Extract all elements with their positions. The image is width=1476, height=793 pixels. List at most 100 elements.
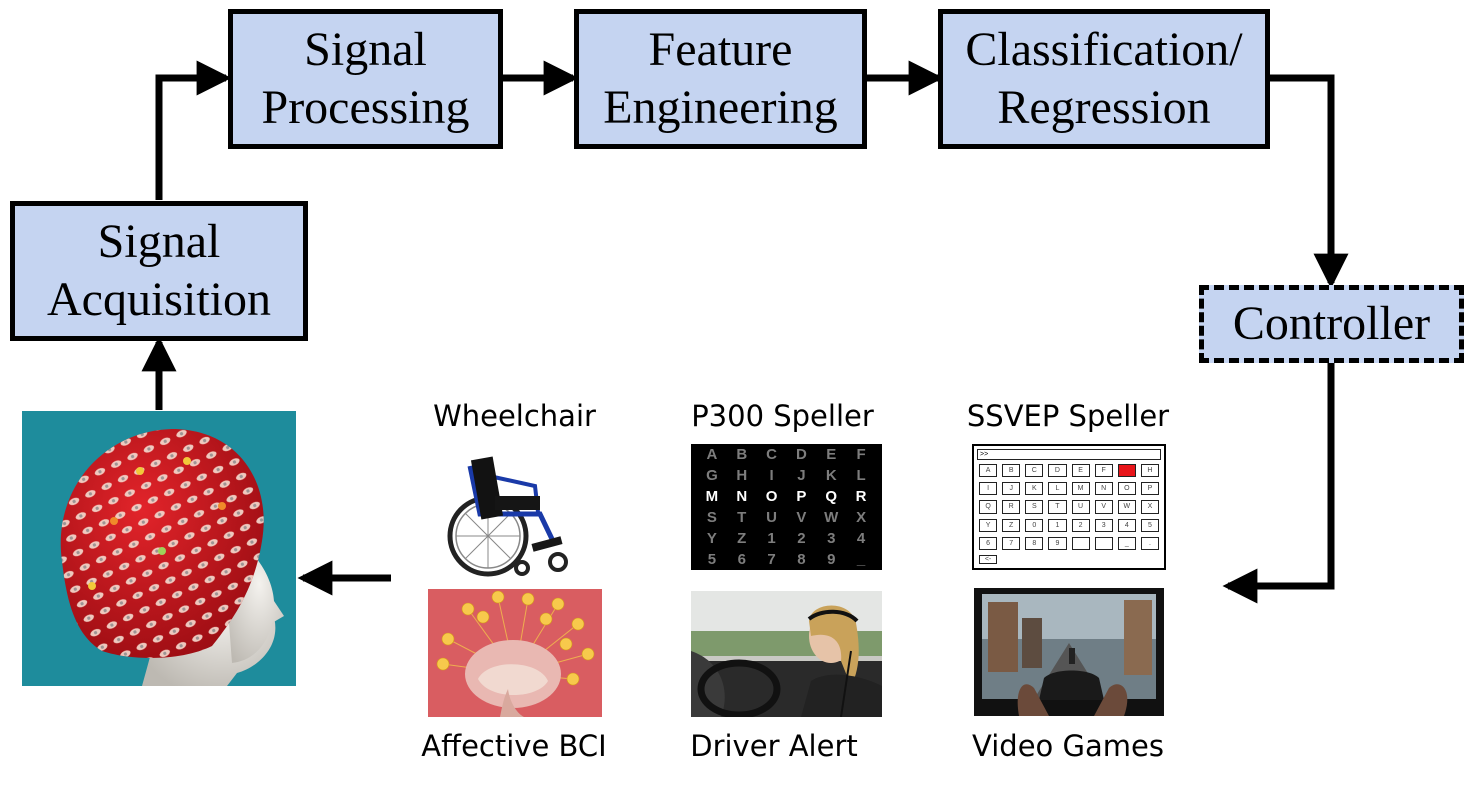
brain-emoji-illustration	[436, 590, 595, 717]
feature-engineering-box: Feature Engineering	[574, 9, 867, 149]
ssvep-key: 0	[1025, 518, 1044, 532]
ssvep-key: 4	[1117, 518, 1136, 532]
ssvep-key: G	[1117, 464, 1136, 478]
controller-box: Controller	[1199, 285, 1464, 363]
ssvep-key: Z	[1002, 518, 1021, 532]
driver-illustration	[691, 591, 882, 717]
arrow-controller-to-applications	[1222, 362, 1335, 604]
p300-char: A	[706, 446, 718, 463]
ssvep-key: C	[1025, 464, 1044, 478]
classification-regression-box: Classification/ Regression	[938, 9, 1270, 149]
p300-char: J	[797, 467, 806, 484]
ssvep-key: _	[1117, 536, 1136, 550]
ssvep-key: I	[979, 482, 998, 496]
ssvep-speller-label: SSVEP Speller	[966, 399, 1170, 433]
p300-char: S	[706, 509, 717, 526]
signal-acquisition-line1: Signal	[97, 215, 221, 268]
ssvep-key: O	[1117, 482, 1136, 496]
wheelchair-image	[440, 444, 585, 580]
ssvep-key: P	[1140, 482, 1159, 496]
ssvep-key: X	[1140, 500, 1159, 514]
p300-char: E	[826, 446, 837, 463]
p300-speller-label: P300 Speller	[691, 399, 874, 433]
p300-char: P	[796, 488, 807, 505]
ssvep-key	[1094, 536, 1113, 550]
ssvep-key: 7	[1002, 536, 1021, 550]
p300-char: 2	[797, 530, 806, 547]
ssvep-key: 8	[1025, 536, 1044, 550]
arrow-classification-to-controller	[1270, 74, 1349, 289]
ssvep-key: .	[1140, 536, 1159, 550]
ssvep-key: 3	[1094, 518, 1113, 532]
ssvep-key: F	[1094, 464, 1113, 478]
video-games-label: Video Games	[972, 729, 1164, 763]
p300-char: R	[855, 488, 867, 505]
ssvep-key: H	[1140, 464, 1159, 478]
p300-char: L	[856, 467, 866, 484]
ssvep-key: M	[1071, 482, 1090, 496]
p300-char: H	[736, 467, 748, 484]
feature-engineering-line2: Engineering	[603, 81, 838, 134]
p300-char: 6	[737, 551, 746, 568]
signal-processing-line1: Signal	[304, 23, 427, 76]
signal-acquisition-box: Signal Acquisition	[10, 201, 308, 341]
ssvep-key: T	[1048, 500, 1067, 514]
p300-char: I	[769, 467, 774, 484]
p300-char: 7	[767, 551, 776, 568]
p300-char: Y	[706, 530, 717, 547]
ssvep-key: 2	[1071, 518, 1090, 532]
ssvep-key: 1	[1048, 518, 1067, 532]
p300-char: X	[856, 509, 867, 526]
ssvep-key: R	[1002, 500, 1021, 514]
wheelchair-icon	[447, 456, 568, 577]
eeg-cap-illustration	[60, 429, 284, 686]
arrow-acquisition-to-processing	[155, 60, 232, 200]
affective-bci-image	[428, 589, 602, 717]
p300-char: N	[736, 488, 748, 505]
ssvep-key: J	[1002, 482, 1021, 496]
ssvep-key: E	[1071, 464, 1090, 478]
video-games-image	[974, 588, 1164, 716]
ssvep-key: N	[1094, 482, 1113, 496]
p300-char: W	[824, 509, 839, 526]
p300-char: 5	[707, 551, 717, 568]
controller-label: Controller	[1232, 297, 1431, 350]
p300-char: 8	[797, 551, 806, 568]
ssvep-key: S	[1025, 500, 1044, 514]
p300-char: 3	[827, 530, 836, 547]
p300-char: T	[737, 509, 747, 526]
wheelchair-label: Wheelchair	[433, 399, 596, 433]
p300-char: M	[705, 488, 719, 505]
p300-char: Q	[825, 488, 838, 505]
p300-char: _	[856, 551, 866, 568]
p300-char: Z	[737, 530, 747, 547]
ssvep-key: W	[1117, 500, 1136, 514]
ssvep-key: Y	[979, 518, 998, 532]
p300-char: 1	[767, 530, 776, 547]
video-game-illustration	[982, 594, 1156, 716]
ssvep-prompt-bar: >>	[977, 449, 1161, 460]
driver-alert-label: Driver Alert	[690, 729, 858, 763]
p300-char: B	[736, 446, 748, 463]
p300-char: 4	[856, 530, 866, 547]
p300-char: F	[856, 446, 866, 463]
eeg-cap-image	[22, 411, 296, 686]
ssvep-key: B	[1002, 464, 1021, 478]
p300-char: C	[766, 446, 777, 463]
p300-char: K	[825, 467, 837, 484]
ssvep-key: Q	[979, 500, 998, 514]
signal-processing-box: Signal Processing	[228, 9, 503, 149]
ssvep-key: 6	[979, 536, 998, 550]
signal-processing-line2: Processing	[261, 81, 470, 134]
ssvep-key: U	[1071, 500, 1090, 514]
ssvep-key: <-	[979, 554, 998, 564]
p300-char: D	[795, 446, 807, 463]
classification-line1: Classification/	[965, 23, 1243, 76]
signal-acquisition-line2: Acquisition	[47, 273, 271, 326]
ssvep-key: L	[1048, 482, 1067, 496]
driver-alert-image	[691, 591, 882, 717]
ssvep-key: D	[1048, 464, 1067, 478]
